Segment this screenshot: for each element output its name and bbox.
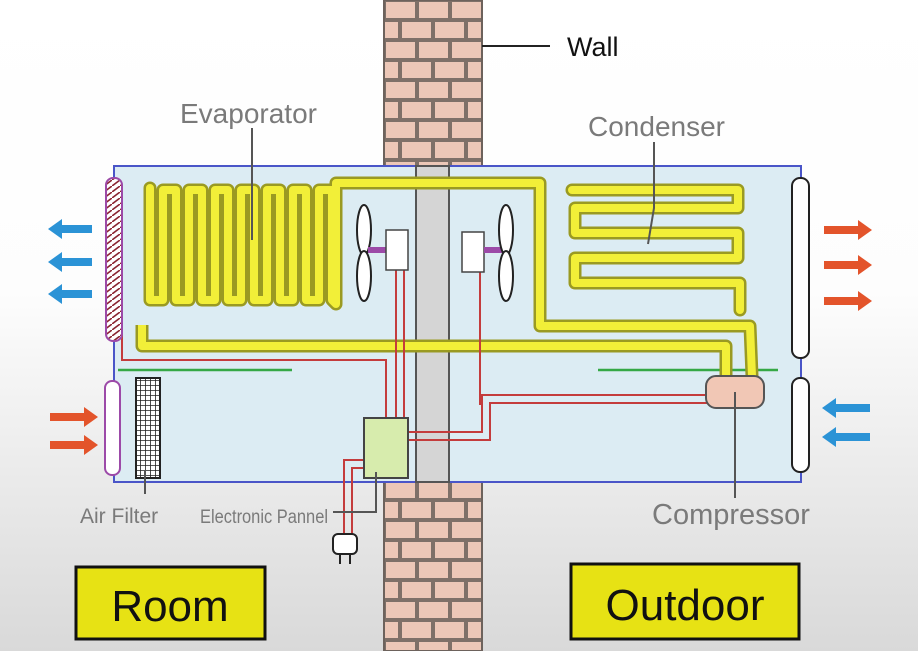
wall-label: Wall	[567, 32, 619, 62]
electronic-panel-label: Electronic Pannel	[200, 507, 328, 528]
indoor-louver	[105, 177, 123, 342]
electronic-panel	[363, 417, 409, 479]
outdoor-label-box	[569, 562, 801, 641]
outdoor-grille-upper	[791, 177, 810, 359]
outdoor-fan-blade-bottom	[498, 250, 514, 302]
indoor-air-inlet	[104, 380, 121, 476]
wiring	[121, 270, 708, 545]
room-intake-arrow-1	[50, 407, 98, 427]
room-label-box	[74, 565, 267, 641]
outdoor-fan	[461, 204, 514, 302]
wire-plug	[343, 459, 364, 545]
hot-air-arrow-1	[824, 220, 872, 240]
refrigerant-pipes	[135, 176, 759, 383]
cool-air-arrow-3	[48, 284, 92, 304]
air-filter	[135, 377, 161, 479]
outdoor-intake-arrow-1	[822, 398, 870, 418]
outdoor-fan-blade-top	[498, 204, 514, 256]
hot-air-arrow-3	[824, 291, 872, 311]
plug-icon	[332, 533, 358, 564]
evaporator-coil	[146, 179, 756, 380]
wire-compressor-2	[408, 402, 708, 441]
outdoor-intake-arrow-2	[822, 427, 870, 447]
evaporator-label: Evaporator	[180, 98, 317, 129]
cool-air-arrows	[48, 219, 870, 447]
room-intake-arrow-2	[50, 435, 98, 455]
condenser-label: Condenser	[588, 111, 725, 142]
return-pipe	[138, 325, 730, 376]
cool-air-arrow-2	[48, 252, 92, 272]
outdoor-label: Outdoor	[606, 581, 765, 630]
room-label: Room	[111, 582, 228, 631]
wire-plug-2	[351, 467, 364, 545]
hot-air-arrow-2	[824, 255, 872, 275]
electronic-panel-leader	[333, 472, 377, 513]
wire-compressor	[408, 394, 708, 433]
outdoor-grille-lower	[791, 377, 810, 473]
outdoor-fan-motor	[461, 231, 485, 273]
indoor-fan-motor	[385, 229, 409, 271]
leader-lines	[144, 45, 736, 513]
condenser-leader	[647, 142, 655, 245]
indoor-fan	[356, 204, 409, 302]
hot-air-arrows	[50, 220, 872, 455]
indoor-fan-shaft	[368, 247, 386, 253]
compressor-label: Compressor	[652, 499, 810, 531]
wire-louver	[121, 330, 387, 420]
cool-air-arrow-1	[48, 219, 92, 239]
condenser-coil	[568, 186, 744, 314]
wall-sleeve	[415, 165, 450, 483]
air-filter-label: Air Filter	[80, 505, 158, 528]
indoor-fan-blade-bottom	[356, 250, 372, 302]
outdoor-fan-shaft	[484, 247, 502, 253]
